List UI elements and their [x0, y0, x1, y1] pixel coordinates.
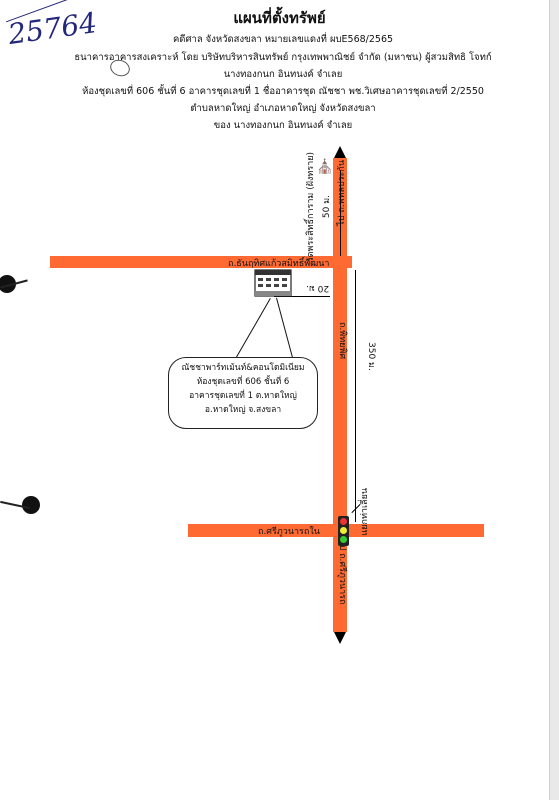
document-title: แผนที่ตั้งทรัพย์ — [233, 9, 326, 27]
traffic-light-green — [340, 536, 347, 543]
callout-line-4: อ.หาดใหญ่ จ.สงขลา — [204, 405, 282, 415]
road-vertical — [333, 158, 347, 632]
arrow-up-icon — [334, 146, 346, 158]
road-label-middle: ถ.พิทยพิศ — [337, 322, 347, 360]
road-horizontal-bottom — [188, 524, 484, 537]
distance-label-main: 350 ม. — [366, 342, 376, 371]
dimension-line-main — [355, 270, 356, 522]
road-label-north: ไป ถ.พหลประกัน — [337, 160, 347, 226]
callout-pointer-left — [234, 298, 271, 361]
header-line-1: คดีศาล จังหวัดสงขลา หมายเลขแดงที่ ผบE568… — [172, 34, 394, 45]
junction-label: แยกท่าเลี่ยน — [360, 488, 370, 536]
temple-icon: ⛪ — [316, 159, 334, 175]
distance-label-north: 50 ม. — [322, 195, 332, 219]
road-label-horizontal-top: ถ.ธันฤทิศแก้วสมิทธิ์พัฒนา — [228, 259, 330, 269]
temple-label: วัดพระสิทธิ์การาม (ฝังทราย) — [306, 152, 316, 263]
callout-line-2: ห้องชุดเลขที่ 606 ชั้นที่ 6 — [196, 377, 290, 387]
header-line-5: ตำบลหาดใหญ่ อำเภอหาดใหญ่ จังหวัดสงขลา — [190, 103, 376, 114]
header-line-3: นางทองกนก อินทนงค์ จำเลย — [223, 69, 343, 80]
road-label-horizontal-bottom: ถ.ศรีภูวนารถใน — [258, 527, 320, 537]
callout-line-3: อาคารชุดเลขที่ 1 ต.หาดใหญ่ — [189, 391, 297, 401]
header-line-6: ของ นางทองกนก อินทนงค์ จำเลย — [213, 120, 353, 131]
road-label-south: ไป ถ.ศรีภูวนารถ — [337, 540, 347, 605]
building-icon — [254, 269, 292, 297]
header-line-2: ธนาคารอาคารสงเคราะห์ โดย บริษัทบริหารสิน… — [74, 52, 492, 63]
arrow-down-icon — [334, 632, 346, 644]
property-callout: ณัชชาพาร์ทเม้นท์&คอนโดมิเนียม ห้องชุดเลข… — [168, 357, 318, 429]
traffic-light-icon — [338, 516, 349, 546]
callout-line-1: ณัชชาพาร์ทเม้นท์&คอนโดมิเนียม — [181, 363, 305, 373]
punch-hole-bottom — [22, 496, 40, 514]
road-horizontal-top — [50, 256, 352, 268]
dimension-line-north — [340, 170, 341, 256]
traffic-light-red — [340, 518, 347, 525]
header-line-4: ห้องชุดเลขที่ 606 ชั้นที่ 6 อาคารชุดเลขท… — [82, 86, 484, 97]
traffic-light-yellow — [340, 527, 347, 534]
distance-label-building: 20 ม. — [306, 283, 330, 293]
paper-edge — [549, 0, 559, 800]
dimension-line-building — [274, 296, 330, 297]
